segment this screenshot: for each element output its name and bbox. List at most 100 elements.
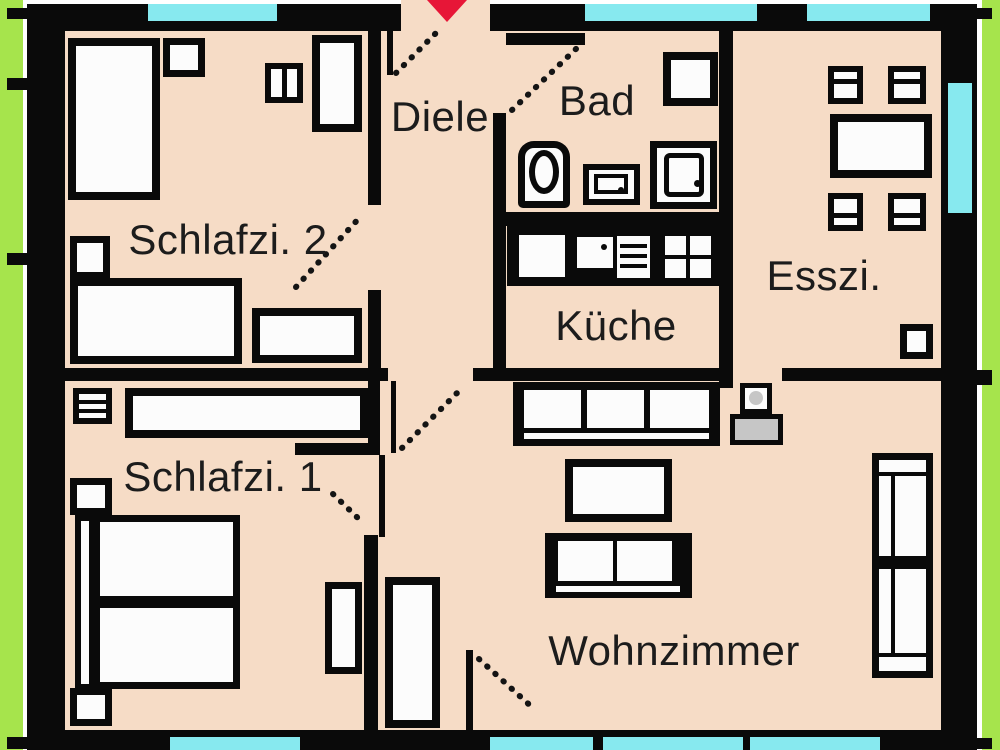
toilet-bowl: [529, 150, 559, 194]
wall-segment: [473, 368, 733, 381]
wall-segment: [493, 113, 506, 368]
seat-edge: [556, 586, 680, 592]
wall-segment: [782, 368, 941, 381]
divider: [894, 213, 920, 218]
door-leaf: [391, 381, 396, 453]
wardrobe-icon: [385, 577, 440, 728]
coffee-table-icon: [565, 459, 672, 522]
divider: [79, 400, 106, 404]
cabinet-icon: [900, 324, 933, 359]
window-icon: [750, 737, 880, 750]
wall-segment: [364, 535, 378, 731]
cooktop-icon: [577, 237, 613, 268]
dresser-icon: [125, 388, 368, 438]
sink-icon: [583, 164, 640, 205]
tv-screen: [749, 391, 763, 405]
room-label-bad: Bad: [558, 77, 636, 124]
wall-tick: [977, 370, 992, 385]
cushion: [617, 541, 672, 581]
shower-icon: [650, 141, 717, 209]
wall-tick: [7, 78, 27, 90]
nightstand-icon: [70, 478, 112, 515]
drain-dot: [694, 180, 701, 187]
wall-tick: [977, 738, 992, 749]
grill-icon: [617, 236, 650, 278]
window-icon: [948, 83, 972, 213]
headboard-icon: [75, 515, 95, 690]
wall-segment: [295, 443, 380, 455]
seat-edge: [524, 433, 709, 439]
divider: [282, 69, 287, 97]
cushion: [650, 390, 709, 428]
burner: [665, 236, 686, 255]
drain-dot: [618, 187, 624, 193]
divider: [79, 409, 106, 413]
room-label-schlafzi-2: Schlafzi. 2: [128, 216, 328, 263]
wall-tick: [7, 8, 27, 19]
sink-unit-icon: [519, 235, 565, 277]
nightstand-icon: [163, 38, 205, 77]
divider: [834, 79, 857, 84]
window-icon: [585, 4, 757, 21]
cabinet-icon: [70, 236, 110, 279]
bed-icon: [68, 38, 160, 200]
room-label-kueche: Küche: [555, 302, 677, 349]
burner: [690, 236, 711, 255]
wall-left: [27, 4, 65, 750]
three-seat-sofa-icon: [513, 382, 720, 446]
shelf-line: [879, 653, 926, 657]
room-label-diele: Diele: [390, 93, 490, 140]
window-icon: [148, 4, 277, 21]
window-icon: [807, 4, 930, 21]
dining-table-icon: [830, 114, 932, 178]
toilet-icon: [518, 141, 570, 208]
wall-segment: [368, 381, 380, 455]
cushion: [558, 541, 613, 581]
shelf-band: [879, 556, 926, 569]
wall-segment: [65, 368, 388, 381]
wall-segment: [506, 212, 722, 226]
door-leaf: [466, 650, 473, 731]
window-shelf-icon: [663, 52, 718, 106]
wall-segment: [719, 31, 733, 388]
room-label-schlafzi-1: Schlafzi. 1: [123, 453, 323, 500]
wall-segment: [368, 290, 381, 368]
wardrobe-icon: [312, 35, 362, 132]
knob-dot: [601, 244, 607, 250]
window-icon: [603, 737, 743, 750]
cushion: [524, 390, 581, 428]
grill-line: [620, 264, 647, 268]
shelf-divider: [891, 476, 895, 556]
entrance-opening: [401, 0, 490, 31]
wall-tick: [7, 253, 27, 265]
sideboard-icon: [252, 308, 362, 363]
chair-icon: [888, 193, 926, 231]
chair-icon: [888, 66, 926, 104]
door-leaf: [506, 33, 585, 45]
tv-icon: [740, 383, 772, 414]
chest-icon: [325, 582, 362, 674]
wall-tick: [977, 8, 992, 19]
divider: [894, 79, 920, 84]
chair-icon: [265, 63, 303, 103]
mattress-icon: [93, 601, 240, 689]
two-seat-sofa-icon: [545, 533, 692, 598]
burner: [690, 259, 711, 278]
room-label-esszi: Esszi.: [766, 252, 882, 299]
shelf-divider: [891, 569, 895, 653]
mattress-icon: [93, 515, 240, 603]
wall-segment: [368, 31, 381, 205]
kitchen-counter: [507, 226, 720, 286]
radiator-icon: [73, 388, 112, 424]
grill-line: [620, 244, 647, 248]
shelf-line: [879, 472, 926, 476]
divider: [834, 213, 857, 218]
door-leaf: [387, 6, 393, 75]
burner: [665, 259, 686, 278]
chair-icon: [828, 66, 863, 104]
cushion: [587, 390, 644, 428]
window-icon: [170, 737, 300, 750]
chair-icon: [828, 193, 863, 231]
door-leaf: [379, 455, 385, 537]
